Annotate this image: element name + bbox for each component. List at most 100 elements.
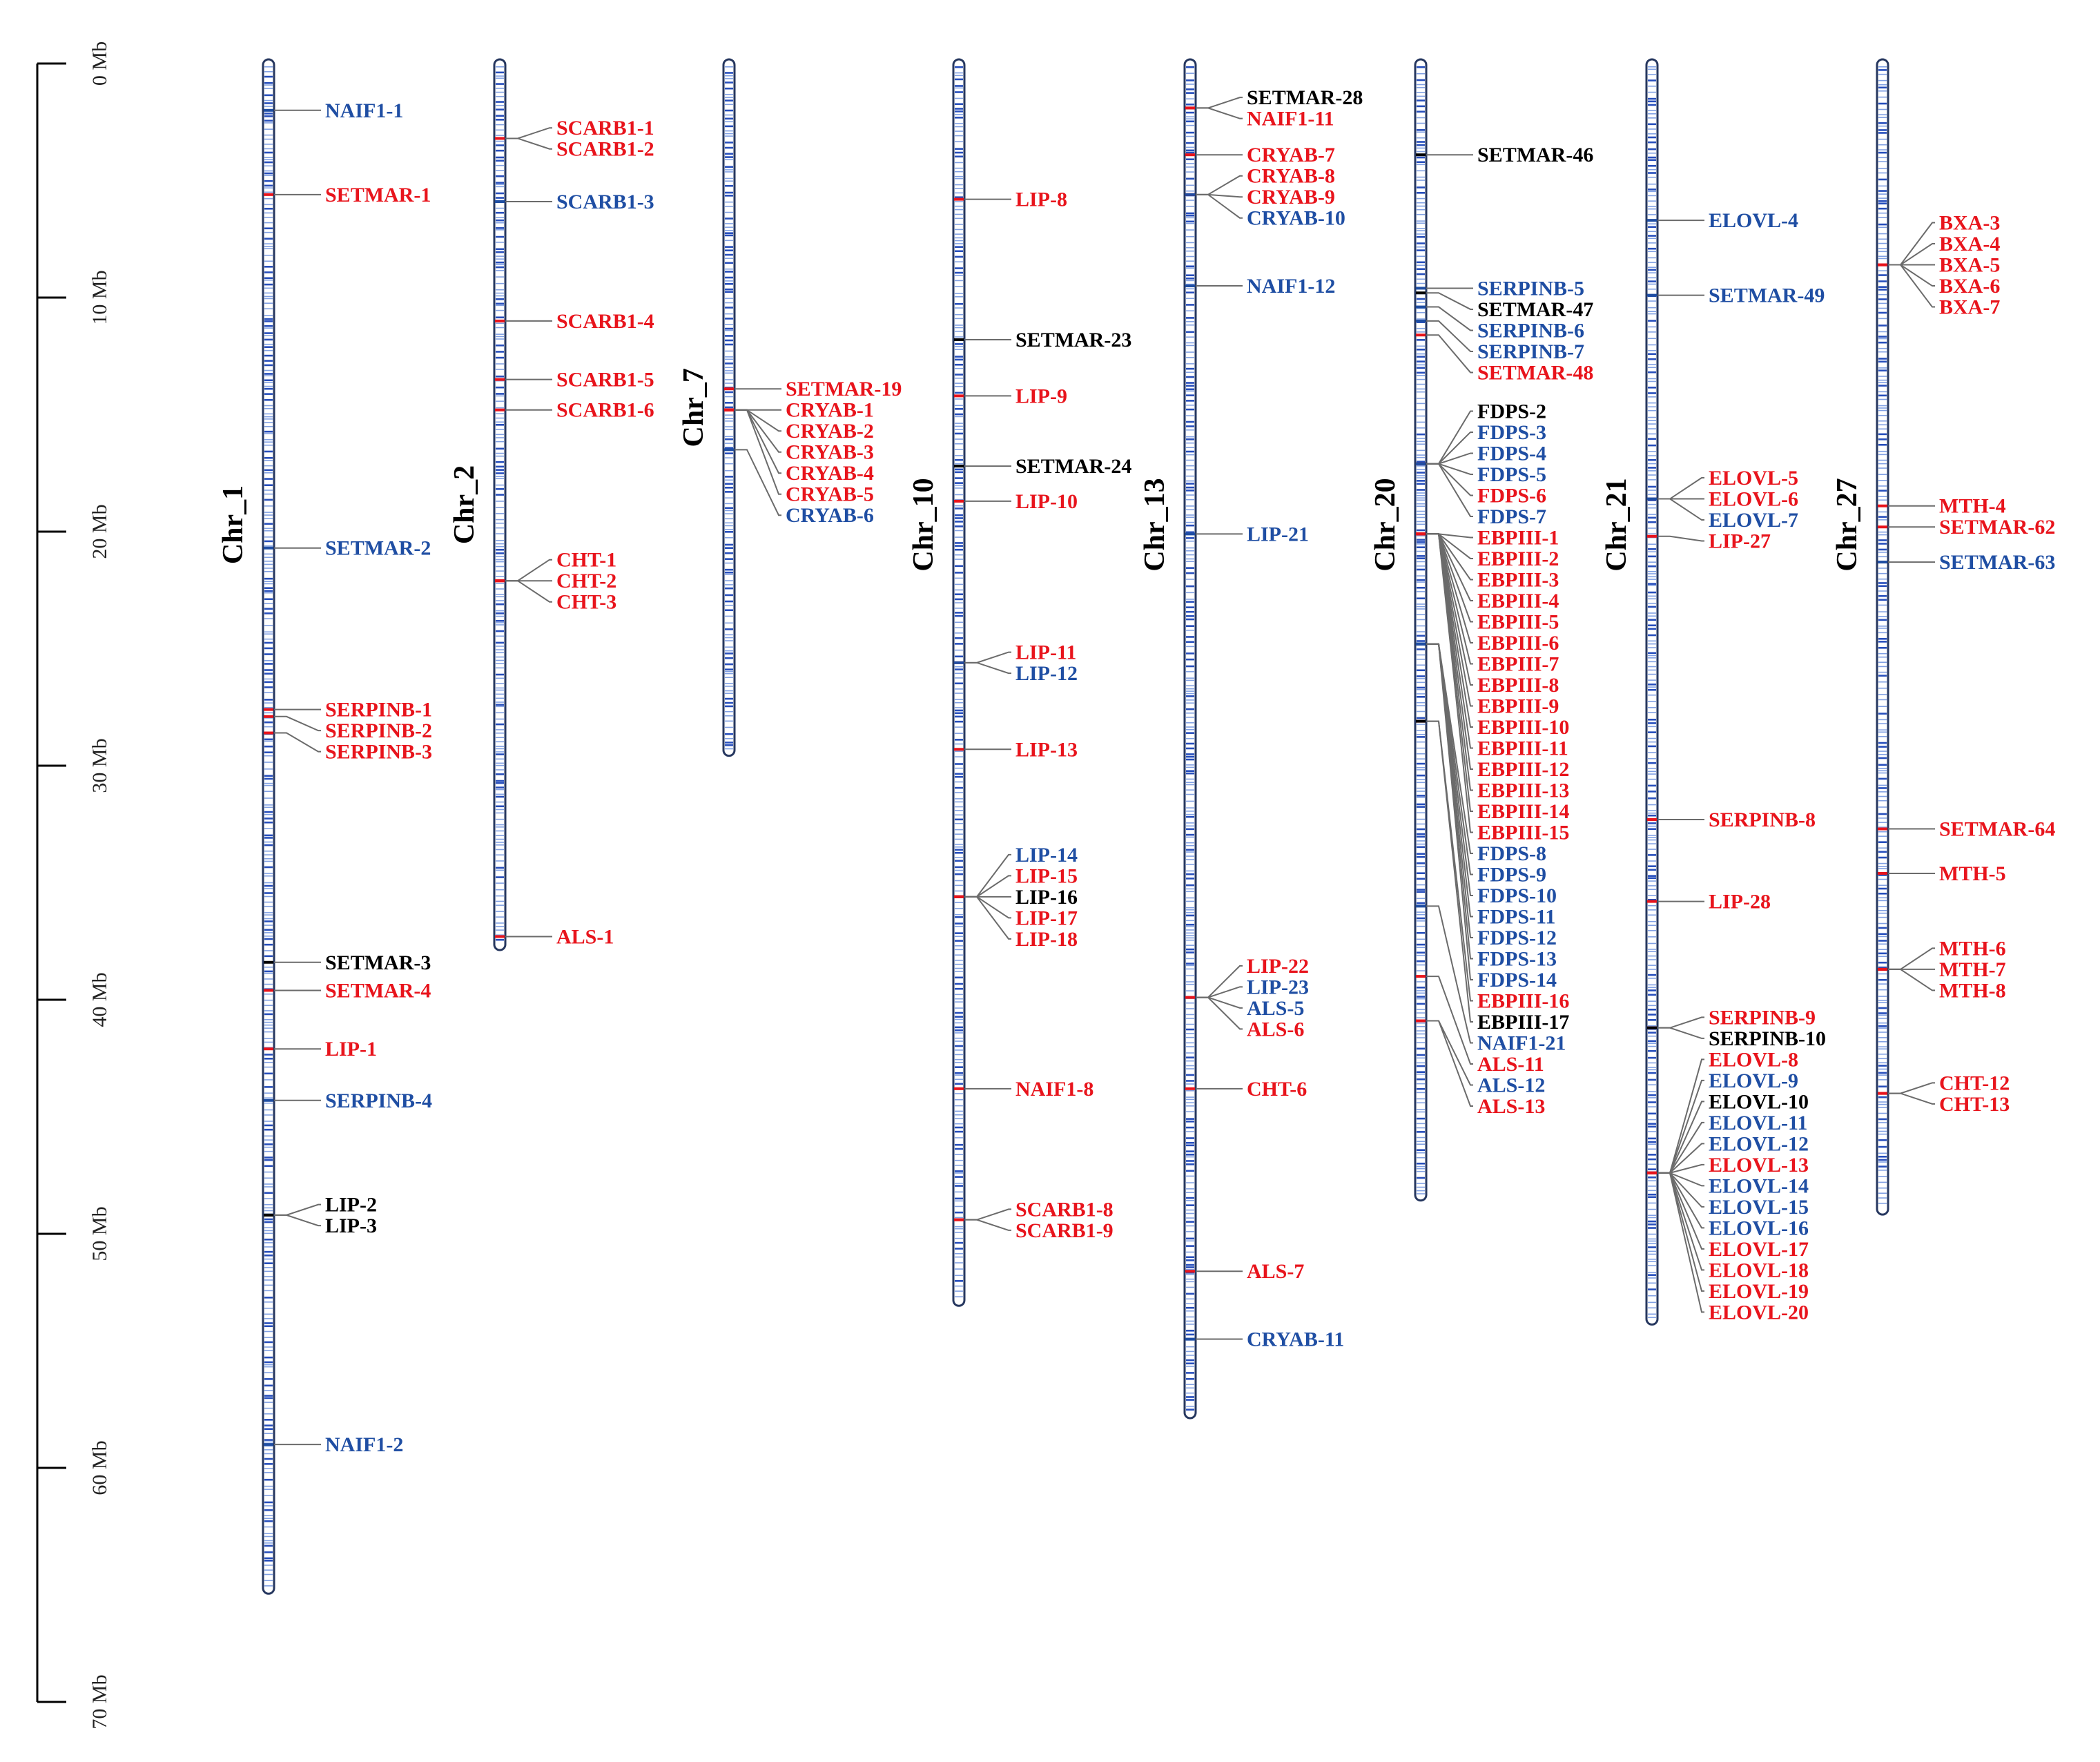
- density-band: [264, 762, 273, 763]
- density-band: [1878, 599, 1887, 601]
- density-band: [725, 169, 733, 171]
- density-band: [725, 97, 733, 98]
- density-band: [955, 391, 963, 394]
- gene-label: EBPIII-11: [1477, 737, 1568, 759]
- density-band: [1878, 1037, 1887, 1038]
- density-band: [1186, 288, 1194, 290]
- density-band: [496, 386, 504, 389]
- density-band: [725, 615, 733, 617]
- gene-connector: [1426, 452, 1473, 465]
- density-band: [264, 346, 273, 348]
- gene-marker: [1416, 333, 1426, 337]
- gene-label: SETMAR-19: [786, 378, 902, 400]
- density-band: [955, 209, 963, 211]
- density-band: [1417, 619, 1425, 621]
- density-band: [1648, 854, 1656, 856]
- density-band: [955, 1032, 963, 1034]
- gene-connector: [1196, 175, 1243, 195]
- density-band: [1417, 724, 1425, 725]
- density-band: [1186, 1060, 1194, 1062]
- density-band: [496, 753, 504, 755]
- gene-marker: [495, 408, 505, 412]
- density-band: [1878, 572, 1887, 574]
- density-band: [1186, 755, 1194, 758]
- density-band: [1648, 272, 1656, 273]
- density-band: [496, 718, 504, 720]
- density-band: [496, 805, 504, 808]
- gene-label: ELOVL-18: [1709, 1259, 1809, 1281]
- gene-marker: [1416, 319, 1426, 322]
- density-band: [264, 672, 273, 675]
- density-band: [955, 709, 963, 712]
- density-band: [496, 488, 504, 490]
- density-band: [725, 206, 733, 207]
- density-band: [1417, 981, 1425, 982]
- density-band: [496, 786, 504, 788]
- density-band: [1186, 641, 1194, 643]
- density-band: [496, 91, 504, 93]
- density-band: [1648, 1208, 1656, 1210]
- density-band: [1878, 459, 1887, 461]
- density-band: [1186, 726, 1194, 728]
- density-band: [1186, 490, 1194, 492]
- gene-connector: [1196, 193, 1243, 219]
- density-band: [1186, 1396, 1194, 1398]
- density-band: [1648, 86, 1656, 87]
- density-band: [496, 235, 504, 238]
- density-band: [1417, 1170, 1425, 1172]
- density-band: [1417, 233, 1425, 235]
- density-band: [1648, 619, 1656, 621]
- density-band: [264, 1013, 273, 1016]
- density-band: [1648, 313, 1656, 315]
- density-band: [264, 850, 273, 852]
- density-band: [955, 612, 963, 614]
- density-band: [1417, 1152, 1425, 1154]
- gene-label: LIP-13: [1015, 738, 1078, 761]
- density-band: [1186, 1278, 1194, 1280]
- density-band: [1417, 72, 1425, 75]
- density-band: [1186, 88, 1194, 90]
- density-band: [496, 922, 504, 924]
- density-band: [264, 914, 273, 916]
- density-band: [725, 396, 733, 398]
- gene-connector: [1196, 965, 1243, 998]
- density-band: [1186, 784, 1194, 786]
- density-band: [496, 295, 504, 297]
- density-band: [1417, 1127, 1425, 1129]
- density-band: [1186, 1090, 1194, 1092]
- gene-marker: [954, 748, 964, 751]
- density-band: [725, 223, 733, 224]
- density-band: [496, 603, 504, 606]
- density-band: [955, 767, 963, 769]
- density-band: [1186, 371, 1194, 374]
- density-band: [955, 514, 963, 516]
- density-band: [1878, 1065, 1887, 1067]
- density-band: [725, 282, 733, 285]
- density-band: [1878, 1068, 1887, 1070]
- density-band: [725, 513, 733, 514]
- density-band: [1186, 652, 1194, 655]
- density-band: [1878, 909, 1887, 911]
- density-band: [955, 443, 963, 445]
- density-band: [1648, 1163, 1656, 1165]
- density-band: [1878, 255, 1887, 258]
- density-band: [1878, 1112, 1887, 1114]
- gene-label: SETMAR-64: [1939, 818, 2055, 841]
- density-band: [1878, 556, 1887, 558]
- density-band: [955, 346, 963, 347]
- density-band: [1186, 833, 1194, 836]
- density-band: [1878, 647, 1887, 649]
- density-band: [1878, 868, 1887, 869]
- density-band: [1878, 1133, 1887, 1135]
- density-band: [264, 797, 273, 799]
- density-band: [725, 487, 733, 489]
- density-band: [725, 153, 733, 155]
- density-band: [1186, 859, 1194, 860]
- density-band: [496, 304, 504, 307]
- density-band: [1417, 818, 1425, 820]
- density-band: [1417, 733, 1425, 735]
- density-band: [1417, 79, 1425, 81]
- gene-label: FDPS-5: [1477, 463, 1546, 486]
- gene-label: FDPS-14: [1477, 969, 1557, 991]
- gene-label: LIP-12: [1015, 662, 1078, 685]
